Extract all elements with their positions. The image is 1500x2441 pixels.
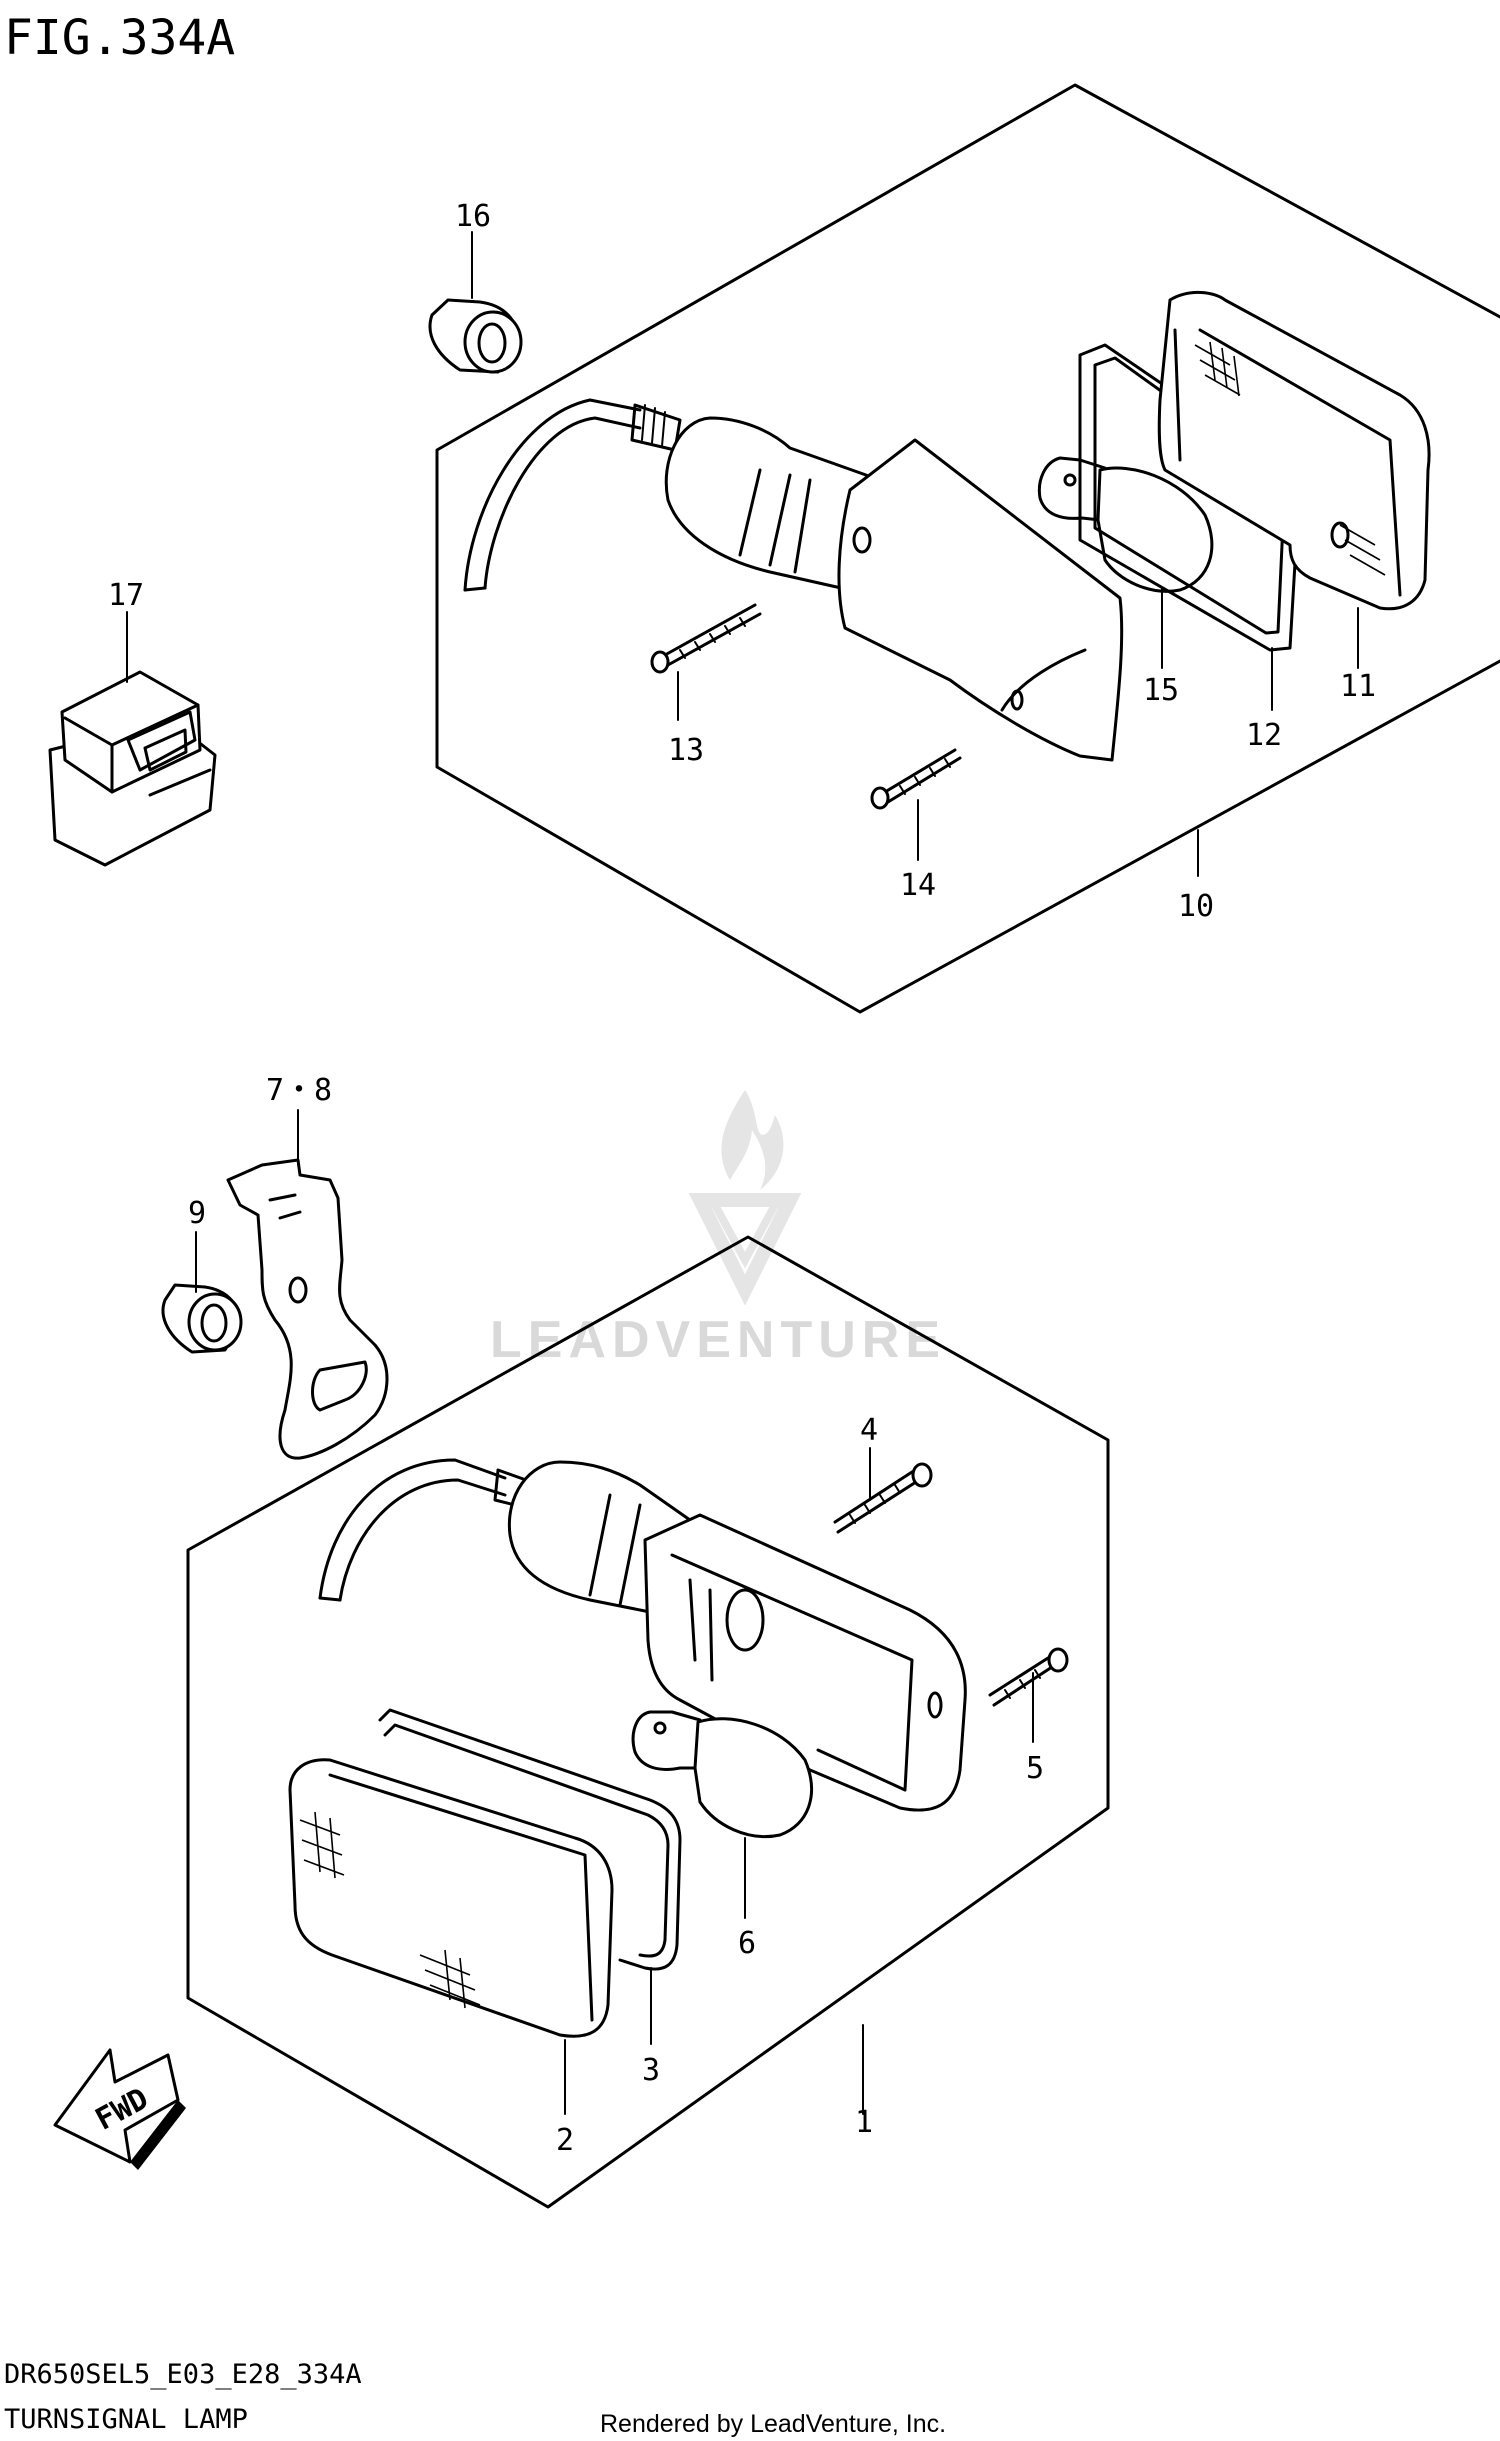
screw-4 xyxy=(833,1462,933,1534)
assembly-10-outline xyxy=(435,83,1500,1014)
callout-leaders xyxy=(126,231,1359,2115)
lens-11 xyxy=(1157,291,1431,611)
figure-name: TURNSIGNAL LAMP xyxy=(4,2404,248,2435)
callout-9: 9 xyxy=(188,1196,206,1231)
callout-13: 13 xyxy=(668,733,704,768)
watermark-text: LEADVENTURE xyxy=(490,1311,946,1369)
lens-2 xyxy=(288,1758,614,2038)
connector-17 xyxy=(48,670,217,867)
gasket-12 xyxy=(1078,343,1302,652)
callout-4: 4 xyxy=(860,1413,878,1448)
lower-lamp-housing xyxy=(507,1460,967,1812)
upper-lamp-housing xyxy=(664,416,1124,762)
callout-16: 16 xyxy=(455,199,491,234)
grommet-16 xyxy=(428,298,523,374)
bulb-15 xyxy=(1037,456,1214,593)
callout-11: 11 xyxy=(1340,669,1376,704)
screw-13 xyxy=(650,603,762,674)
bulb-6 xyxy=(631,1710,813,1838)
gasket-3 xyxy=(378,1708,682,1971)
lower-lamp-wire xyxy=(318,1458,507,1600)
assembly-1-outline xyxy=(186,1235,1110,2209)
screw-5 xyxy=(988,1647,1069,1707)
fwd-arrow-icon xyxy=(53,2048,186,2170)
callout-14: 14 xyxy=(900,868,936,903)
upper-lamp-wire xyxy=(463,398,642,592)
callout-15: 15 xyxy=(1143,673,1179,708)
grommet-9 xyxy=(161,1283,243,1354)
callout-3: 3 xyxy=(642,2053,660,2088)
callout-17: 17 xyxy=(108,578,144,613)
callout-10: 10 xyxy=(1178,889,1214,924)
render-credit: Rendered by LeadVenture, Inc. xyxy=(600,2410,946,2438)
callout-2: 2 xyxy=(556,2123,574,2158)
callout-5: 5 xyxy=(1026,1751,1044,1786)
callout-12: 12 xyxy=(1246,718,1282,753)
bracket-7-8 xyxy=(226,1158,389,1460)
watermark-logo xyxy=(688,1090,802,1306)
screw-14 xyxy=(870,748,962,810)
figure-code: DR650SEL5_E03_E28_334A xyxy=(4,2359,362,2390)
callout-6: 6 xyxy=(738,1926,756,1961)
callout-7-8: 7・8 xyxy=(266,1073,332,1108)
figure-title: FIG.334A xyxy=(4,10,235,66)
callout-1: 1 xyxy=(855,2105,873,2140)
